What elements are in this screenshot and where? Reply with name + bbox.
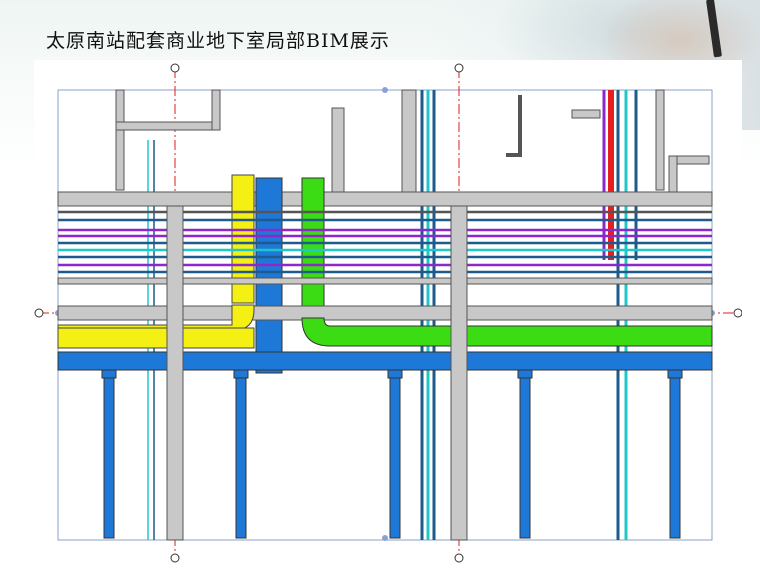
- cable-tray: [57, 277, 713, 285]
- beam-upper: [57, 191, 713, 207]
- column-right: [450, 205, 468, 541]
- upper-walls: [115, 89, 710, 201]
- supply-duct-drops: [101, 369, 683, 539]
- supply-duct-vertical: [255, 177, 283, 374]
- smoke-duct-horizontal: [301, 317, 713, 347]
- slide-title: 太原南站配套商业地下室局部BIM展示: [46, 30, 390, 52]
- pipe-elbow: [506, 95, 522, 157]
- supply-duct-horizontal: [57, 351, 713, 371]
- grid-bubble-icon: [34, 63, 742, 563]
- beam-main: [57, 305, 713, 321]
- exhaust-duct-horizontal: [57, 327, 255, 349]
- bim-model-svg: [34, 63, 742, 563]
- bim-drawing-viewport[interactable]: [34, 60, 742, 565]
- column-left: [166, 205, 184, 541]
